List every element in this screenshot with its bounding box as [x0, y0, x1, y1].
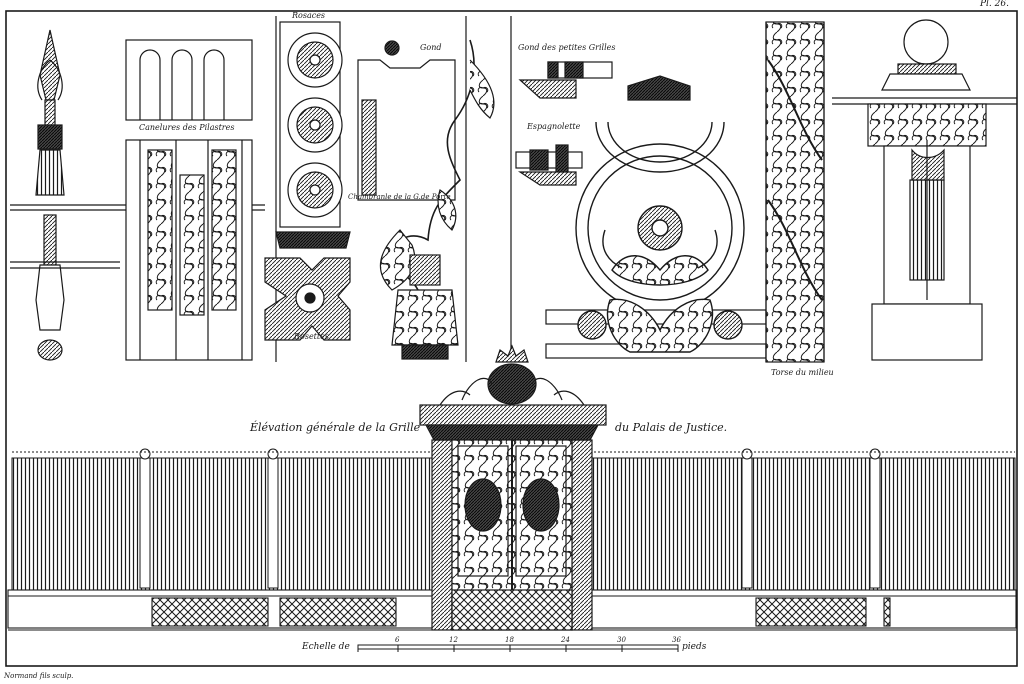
torse-label: Torse du milieu	[771, 368, 834, 377]
fence-left	[11, 448, 433, 591]
scale-bar	[357, 644, 679, 652]
elevation-title-right: du Palais de Justice.	[615, 421, 728, 434]
elevation-title-left: Élévation générale de la Grille	[250, 421, 421, 434]
chambranle-label: Chambranle de la G.de Porte	[348, 193, 451, 201]
scale-tick-label: 24	[561, 636, 570, 644]
engraver-credit: Normand fils sculp.	[4, 672, 74, 680]
rosaces-illustration	[275, 21, 351, 249]
small-gate-hinge-illustration	[518, 61, 691, 101]
gond-petites-grilles-label: Gond des petites Grilles	[518, 43, 616, 52]
scale-label: Echelle de	[302, 642, 350, 652]
scale-tick-label: 36	[672, 636, 681, 644]
gate-pier-illustration	[832, 19, 1017, 361]
rosettes-illustration	[264, 257, 351, 341]
scale-tick-label: 18	[505, 636, 514, 644]
gond-chambranle-illustration	[357, 39, 495, 360]
main-gate	[419, 344, 607, 631]
scale-tick-label: 30	[617, 636, 626, 644]
cannelures-label: Canelures des Pilastres	[139, 123, 235, 132]
rosaces-label: Rosaces	[292, 11, 326, 20]
scale-unit: pieds	[682, 642, 707, 652]
gond-label: Gond	[420, 43, 442, 52]
rosettes-label: Rosettes	[294, 332, 329, 341]
espagnolette-illustration	[515, 144, 583, 186]
espagnolette-label: Espagnolette	[527, 122, 581, 131]
plate-number: Pl. 26.	[980, 0, 1009, 9]
scale-tick-label: 12	[449, 636, 458, 644]
fence-right	[589, 448, 1016, 591]
center-twist-illustration	[765, 21, 825, 363]
medallion-illustration	[545, 121, 767, 359]
pilaster-flutes-illustration	[125, 39, 253, 361]
plate-border	[5, 10, 1018, 667]
scale-tick-label: 6	[395, 636, 400, 644]
